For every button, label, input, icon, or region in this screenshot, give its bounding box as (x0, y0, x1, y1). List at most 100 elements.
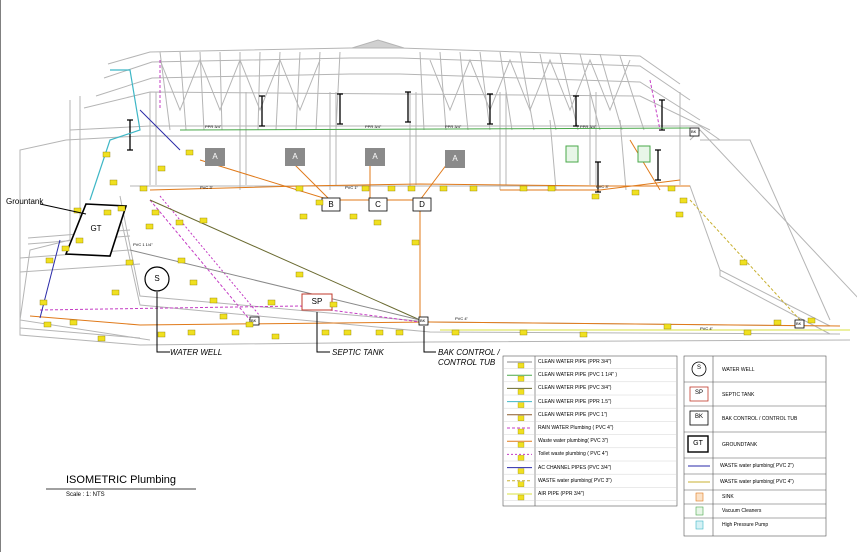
pipe-label-ppr34-b: PPR 3/4" (365, 124, 382, 129)
fixture-d-box (412, 197, 432, 212)
fixture-c-label: C (375, 200, 381, 209)
annotation-tag-0 (102, 151, 111, 158)
annotation-tag-37 (519, 185, 528, 192)
bak-control-callout-line2: CONTROL TUB (438, 358, 496, 367)
legend-bk-symbol (689, 410, 709, 426)
pipe-label-pvc4-b: PVC 4" (700, 326, 713, 331)
legend-well-symbol (691, 361, 707, 377)
bk-label-2: BK (420, 318, 426, 323)
annotation-tag-57 (125, 259, 134, 266)
legend-sink-symbol (695, 492, 704, 502)
annotation-tag-56 (145, 223, 154, 230)
legend-left-tag-4 (517, 415, 525, 421)
fixture-a-1 (205, 148, 225, 166)
annotation-tag-10 (97, 335, 106, 342)
legend-bk-letter: BK (694, 414, 703, 420)
septic-tank-label: SP (311, 297, 323, 306)
legend-vacuum-symbol (695, 506, 704, 516)
legend-left-text-6: Waste water plumbing( PVC 3") (538, 438, 609, 445)
legend-left-tag-3 (517, 402, 525, 408)
section-markers (127, 91, 665, 193)
legend-left-tag-0 (517, 362, 525, 369)
annotation-tag-40 (631, 189, 640, 196)
legend-septic-text: SEPTIC TANK (722, 392, 755, 398)
legend-pump-symbol (695, 520, 704, 530)
bk-box-2 (418, 316, 429, 326)
fixture-a-label-4: A (452, 154, 458, 163)
fixture-a-label-2: A (292, 152, 298, 161)
annotation-tag-38 (547, 185, 556, 192)
bk-label-1: BK (251, 318, 257, 323)
building-structure (19, 39, 857, 346)
legend-gt-text: GROUNDTANK (722, 442, 758, 448)
annotation-tag-11 (139, 185, 148, 192)
annotation-tag-18 (209, 297, 218, 304)
fixture-a-2 (285, 148, 305, 166)
legend-waste2-text: WASTE water plumbing( PVC 2") (720, 463, 794, 469)
vacuum-cleaner-1 (565, 145, 579, 163)
legend-gt-symbol (687, 435, 709, 453)
annotation-tag-2 (103, 209, 112, 216)
annotation-tag-15 (175, 219, 184, 226)
annotation-tag-52 (299, 213, 308, 220)
annotation-tag-42 (675, 211, 684, 218)
annotation-tag-61 (343, 329, 352, 336)
bak-control-callout-line1: BAK CONTROL / (438, 348, 500, 357)
pipe-label-ppr34-a: PPR 3/4" (205, 124, 222, 129)
annotation-tag-50 (663, 323, 672, 330)
annotation-tag-36 (469, 185, 478, 192)
annotation-tag-20 (231, 329, 240, 336)
fixture-a-3 (365, 148, 385, 166)
annotation-tag-6 (45, 257, 54, 264)
legend-well-letter: S (696, 365, 701, 371)
annotation-tag-39 (591, 193, 600, 200)
annotation-tag-34 (387, 185, 396, 192)
annotation-tag-16 (177, 257, 186, 264)
annotation-tag-17 (189, 279, 198, 286)
pipe-network (29, 60, 850, 331)
bk-label-4: BK (796, 321, 802, 326)
legend-left-text-1: CLEAN WATER PIPE (PVC 1 1/4" ) (538, 372, 618, 379)
annotation-tag-7 (39, 299, 48, 306)
legend-vacuum-text: Vacuum Cleaners (722, 508, 762, 514)
annotation-tag-55 (199, 217, 208, 224)
annotation-tag-46 (773, 319, 782, 326)
legend-left-tag-5 (517, 428, 525, 435)
legend-left-tag-10 (517, 494, 525, 501)
annotation-tag-51 (267, 299, 276, 306)
legend-left-text-9: WASTE water plumbing( PVC 3") (538, 477, 612, 484)
annotation-tag-44 (739, 259, 748, 266)
annotation-tag-21 (157, 331, 166, 338)
callout-leaders (39, 203, 436, 353)
septic-tank-callout: SEPTIC TANK (332, 348, 384, 357)
drawing-title: ISOMETRIC Plumbing (66, 474, 177, 486)
legend-gt-letter: GT (693, 440, 703, 447)
fixture-a-4 (445, 150, 465, 168)
annotation-tag-43 (679, 197, 688, 204)
legend-left-text-10: AIR PIPE (PPR 3/4") (538, 491, 585, 497)
pipe-label-ppr34-d: PPR 3/4" (580, 124, 597, 129)
legend-left-tag-7 (517, 455, 525, 461)
pipe-label-pvc4-a: PVC 4" (455, 316, 468, 321)
annotation-tag-8 (43, 321, 52, 328)
annotation-tag-33 (411, 239, 420, 246)
annotation-tag-58 (111, 289, 120, 296)
annotation-tag-49 (579, 331, 588, 338)
pipe-label-pvc3-a: PVC 3" (200, 185, 213, 190)
fixture-b-label: B (328, 200, 334, 209)
legend-left-text-5: RAIN WATER Plumbing ( PVC 4") (538, 425, 614, 431)
fixture-c-box (368, 197, 388, 212)
fixture-a-label-3: A (372, 152, 378, 161)
vacuum-cleaner-2 (637, 145, 651, 163)
annotation-tag-54 (117, 205, 126, 212)
legend-left-text-0: CLEAN WATER PIPE (PPR 3/4") (538, 359, 612, 365)
annotation-tag-3 (73, 207, 82, 214)
annotation-tag-45 (743, 329, 752, 336)
legend-left-text-3: CLEAN WATER PIPE (PPR 1.5") (538, 398, 612, 405)
pipe-label-pvc1: PVC 1" (345, 185, 358, 190)
fixture-d-label: D (419, 200, 425, 209)
groundtank-label: GT (90, 224, 102, 233)
water-well-symbol-label: S (154, 274, 160, 283)
annotation-tag-41 (667, 185, 676, 192)
